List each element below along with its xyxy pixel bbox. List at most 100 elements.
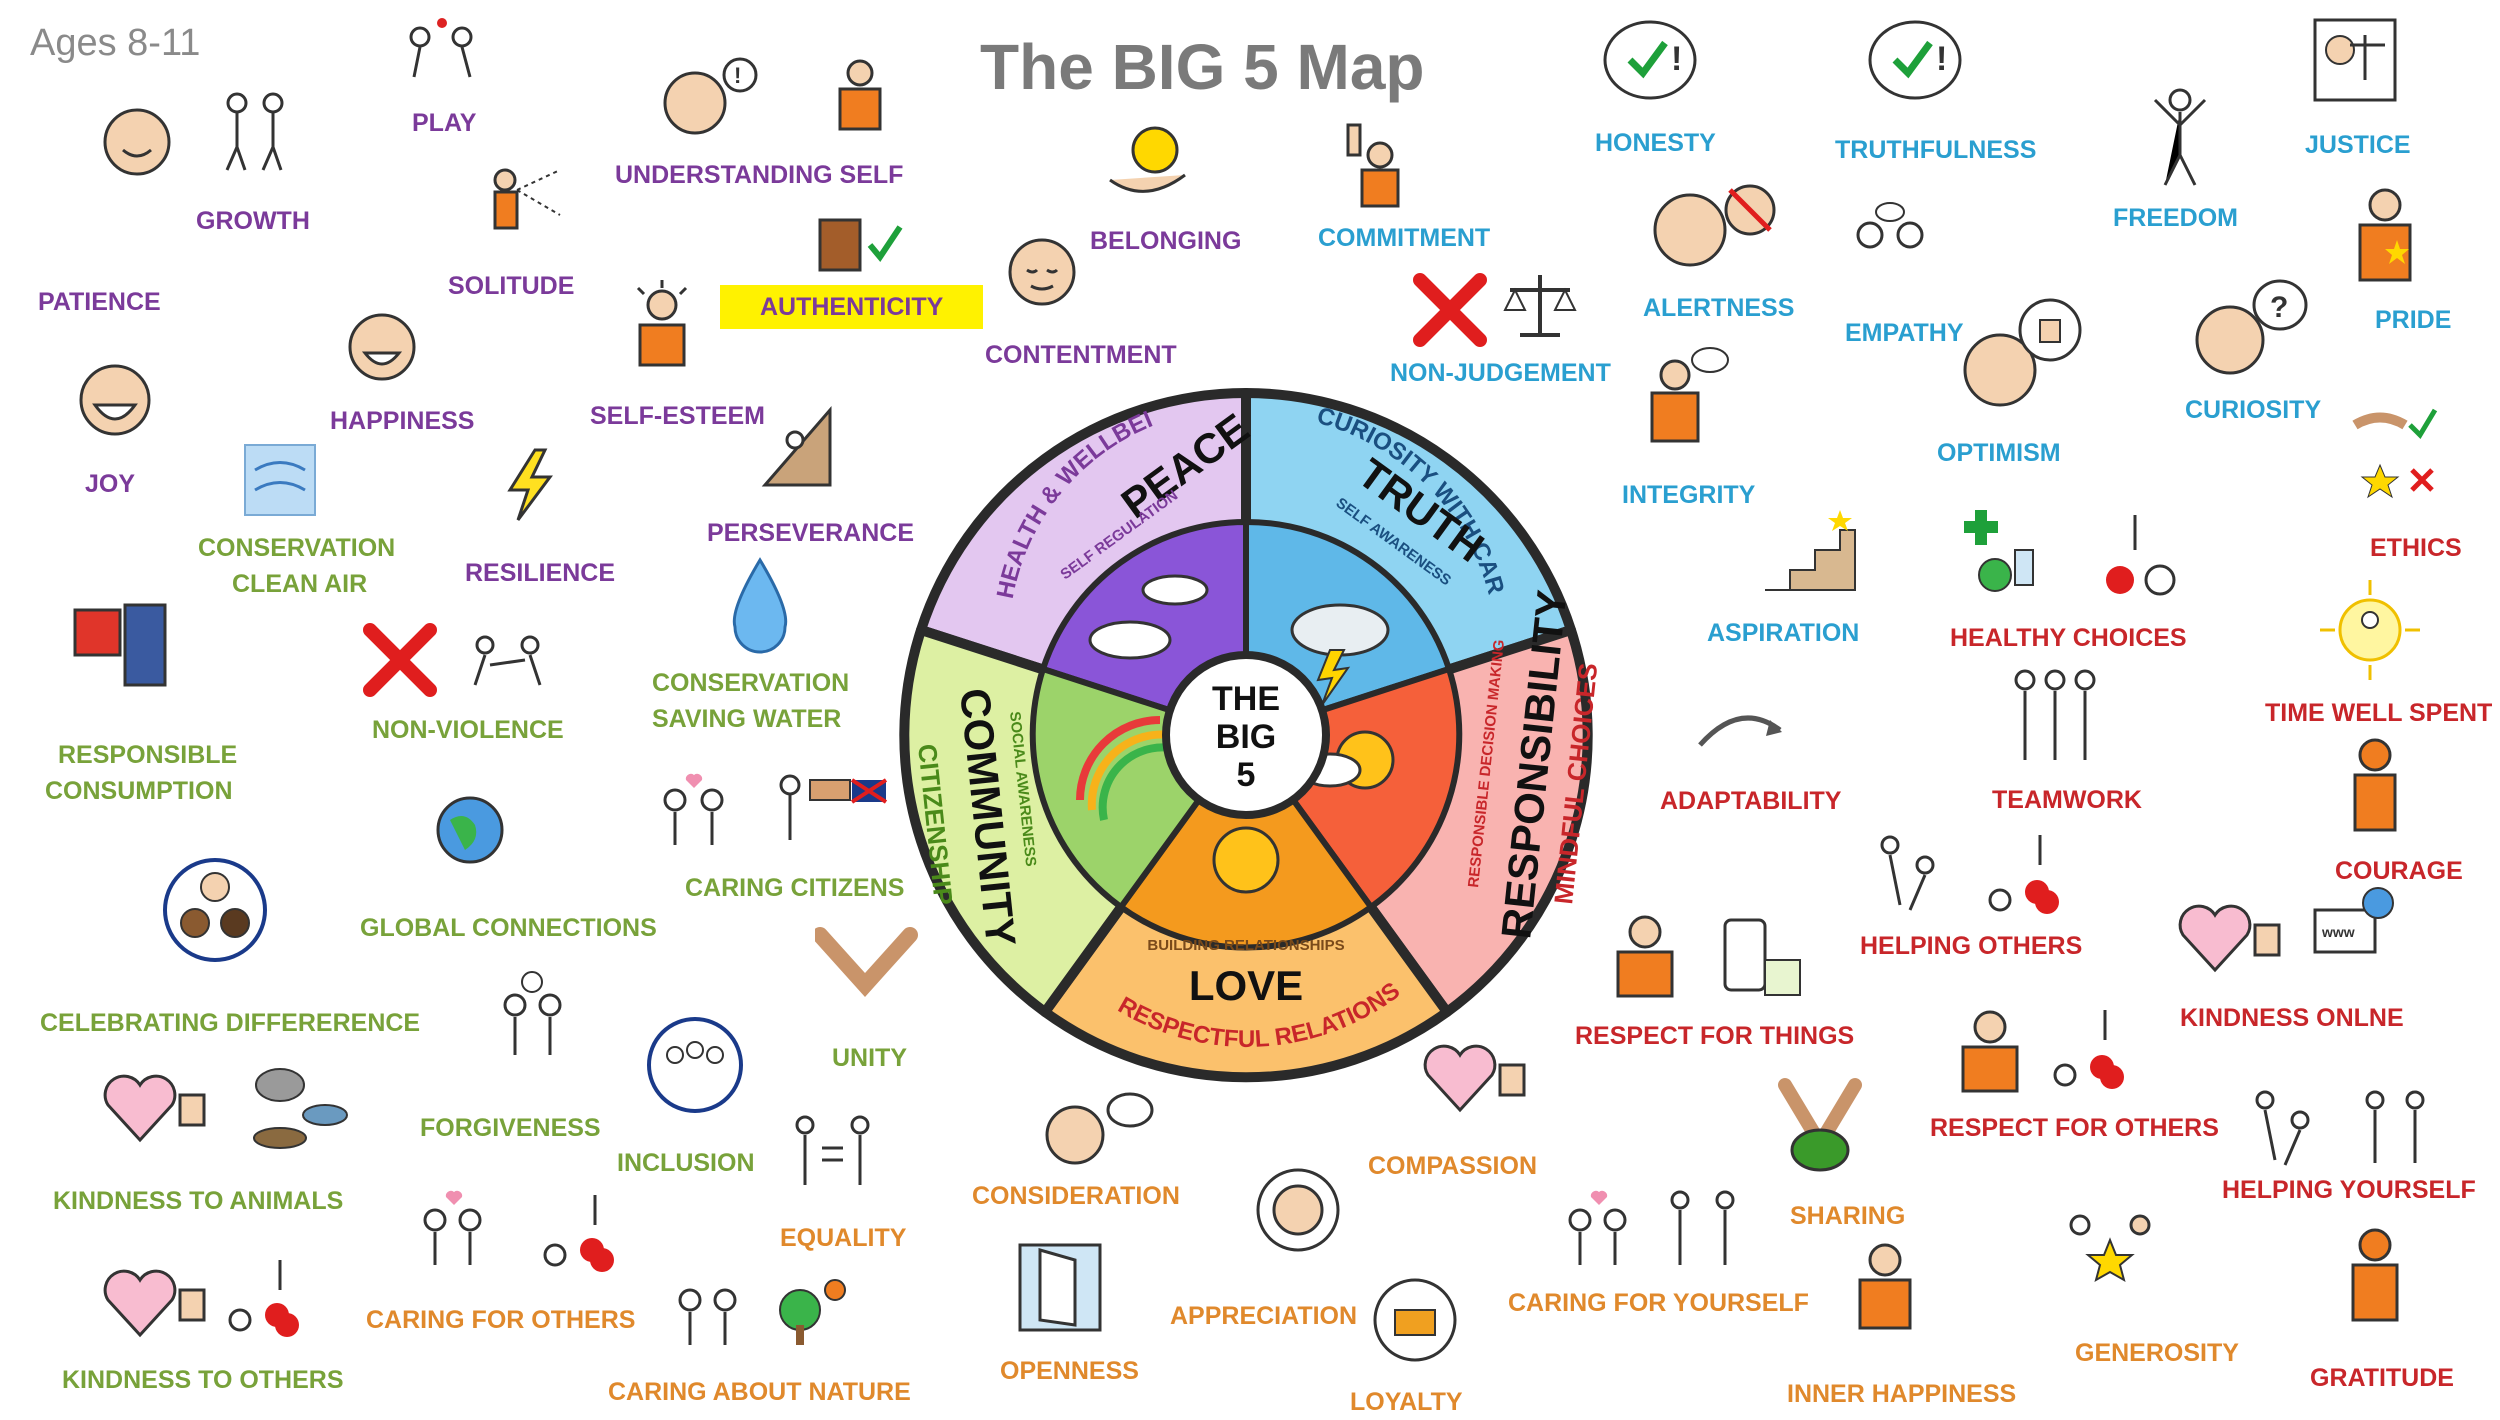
label-openness: OPENNESS <box>1000 1357 1139 1385</box>
label-truthfulness: TRUTHFULNESS <box>1835 136 2037 164</box>
label-optimism: OPTIMISM <box>1937 439 2061 467</box>
children-playing-icon <box>409 18 473 78</box>
label-freedom: FREEDOM <box>2113 204 2238 232</box>
label-loyalty: LOYALTY <box>1350 1388 1463 1416</box>
climbing-stairs-star-icon <box>1765 510 1856 591</box>
svg-text:?: ? <box>2270 291 2288 324</box>
label-conservation-clean-air-1: CONSERVATION <box>198 534 396 562</box>
holding-hands-icon <box>815 927 918 997</box>
label-consumption-2: CONSUMPTION <box>45 777 233 805</box>
lightning-bolt-icon <box>507 448 553 521</box>
walking-figures-icon <box>1670 1190 1735 1265</box>
shining-person-icon <box>2320 580 2420 680</box>
label-unity: UNITY <box>832 1044 907 1072</box>
label-conservation-saving-water-1: CONSERVATION <box>652 669 850 697</box>
svg-text:www: www <box>2321 924 2355 940</box>
label-alertness: ALERTNESS <box>1643 294 1795 322</box>
broken-chains-icon <box>2153 88 2207 186</box>
label-ethics: ETHICS <box>2370 534 2462 562</box>
integrity-person-icon <box>1650 347 1729 443</box>
loyalty-family-icon <box>1373 1278 1457 1362</box>
curious-face-question-icon: ? <box>2195 279 2308 375</box>
clothes-icon <box>73 603 167 687</box>
citizens-homes-flag-icon <box>779 774 888 840</box>
label-contentment: CONTENTMENT <box>985 341 1177 369</box>
label-non-judgement: NON-JUDGEMENT <box>1390 359 1611 387</box>
healthy-choices-icon <box>1964 510 2034 592</box>
label-helping-others: HELPING OTHERS <box>1860 932 2083 960</box>
self-thinking-icon: ! <box>663 57 758 135</box>
label-gratitude: GRATITUDE <box>2310 1364 2454 1392</box>
choosing-hand-icon <box>2106 515 2176 596</box>
giving-arrow-icon <box>1988 835 2059 914</box>
label-adaptability: ADAPTABILITY <box>1660 787 1842 815</box>
tree-flowers-icon <box>779 1279 846 1345</box>
fighting-figures-icon <box>473 635 542 686</box>
caring-heart-people-icon <box>423 1190 482 1265</box>
helping-figures-icon <box>1880 835 1935 911</box>
giving-arrow-icon <box>2053 1010 2124 1089</box>
phone-keys-icon <box>1723 918 1801 996</box>
two-people-icon <box>225 92 284 171</box>
heart-thumbs-up-icon <box>1423 1044 1526 1113</box>
hands-holding-sun-icon <box>1109 126 1186 193</box>
page-title: The BIG 5 Map <box>980 31 1425 103</box>
label-respect-for-things: RESPECT FOR THINGS <box>1575 1022 1855 1050</box>
face-icon <box>103 108 171 176</box>
label-generosity: GENEROSITY <box>2075 1339 2239 1367</box>
caring-people-heart-icon <box>663 773 724 845</box>
label-belonging: BELONGING <box>1090 227 1242 255</box>
label-justice: JUSTICE <box>2305 131 2411 159</box>
label-empathy: EMPATHY <box>1845 319 1964 347</box>
adaptability-arrows-icon <box>1698 715 1782 747</box>
label-global-connections: GLOBAL CONNECTIONS <box>360 914 657 942</box>
heart-thumbs-up-icon <box>103 1269 206 1338</box>
red-cross-icon <box>1413 273 1487 347</box>
calm-face-icon <box>1008 238 1076 306</box>
clean-air-icon <box>244 444 316 516</box>
label-celebrating-difference: CELEBRATING DIFFERERENCE <box>40 1009 421 1037</box>
open-door-icon <box>1018 1243 1102 1332</box>
label-helping-yourself: HELPING YOURSELF <box>2222 1176 2476 1204</box>
center-line-1: THE <box>1212 680 1280 718</box>
heart-thumbs-up-icon <box>103 1074 206 1143</box>
globe-arrows-icon <box>436 796 504 864</box>
label-curiosity: CURIOSITY <box>2185 396 2322 424</box>
label-happiness: HAPPINESS <box>330 407 475 435</box>
giving-arrow-icon <box>228 1260 299 1337</box>
label-conservation-saving-water-2: SAVING WATER <box>652 705 842 733</box>
label-appreciation: APPRECIATION <box>1170 1302 1358 1330</box>
forgiveness-icon <box>503 971 562 1055</box>
label-kindness-to-animals: KINDNESS TO ANIMALS <box>53 1187 344 1215</box>
love-title: LOVE <box>1189 962 1303 1009</box>
wheel-center <box>1162 651 1330 819</box>
appreciation-face-icon <box>1256 1168 1340 1252</box>
person-hand-chest-icon <box>838 59 882 131</box>
ethics-handshake-icon <box>2352 408 2438 499</box>
inner-happiness-person-icon <box>1858 1243 1912 1330</box>
label-perseverance: PERSEVERANCE <box>707 519 914 547</box>
label-responsible-1: RESPONSIBLE <box>58 741 238 769</box>
label-non-violence: NON-VIOLENCE <box>372 716 564 744</box>
label-aspiration: ASPIRATION <box>1707 619 1860 647</box>
label-resilience: RESILIENCE <box>465 559 616 587</box>
label-inclusion: INCLUSION <box>617 1149 755 1177</box>
respect-person-icon <box>1961 1010 2019 1093</box>
red-cross-icon <box>363 623 437 697</box>
judge-scales-icon <box>2313 18 2397 102</box>
animals-icon <box>253 1068 348 1149</box>
heart-thumbs-up-icon <box>2178 904 2281 973</box>
equality-icon <box>795 1115 870 1185</box>
teamwork-people-icon <box>2014 669 2096 760</box>
giving-arrow-icon <box>543 1195 614 1272</box>
climbing-icon <box>761 405 832 487</box>
love-inner-label: BUILDING RELATIONSHIPS <box>1147 937 1344 954</box>
label-courage: COURAGE <box>2335 857 2463 885</box>
label-play: PLAY <box>412 109 477 137</box>
giving-star-icon <box>2069 1214 2151 1283</box>
label-patience: PATIENCE <box>38 288 161 316</box>
age-range: Ages 8-11 <box>30 22 201 64</box>
svg-text:!: ! <box>1671 40 1682 78</box>
label-understanding-self: UNDERSTANDING SELF <box>615 161 904 189</box>
label-caring-for-others: CARING FOR OTHERS <box>366 1306 636 1334</box>
